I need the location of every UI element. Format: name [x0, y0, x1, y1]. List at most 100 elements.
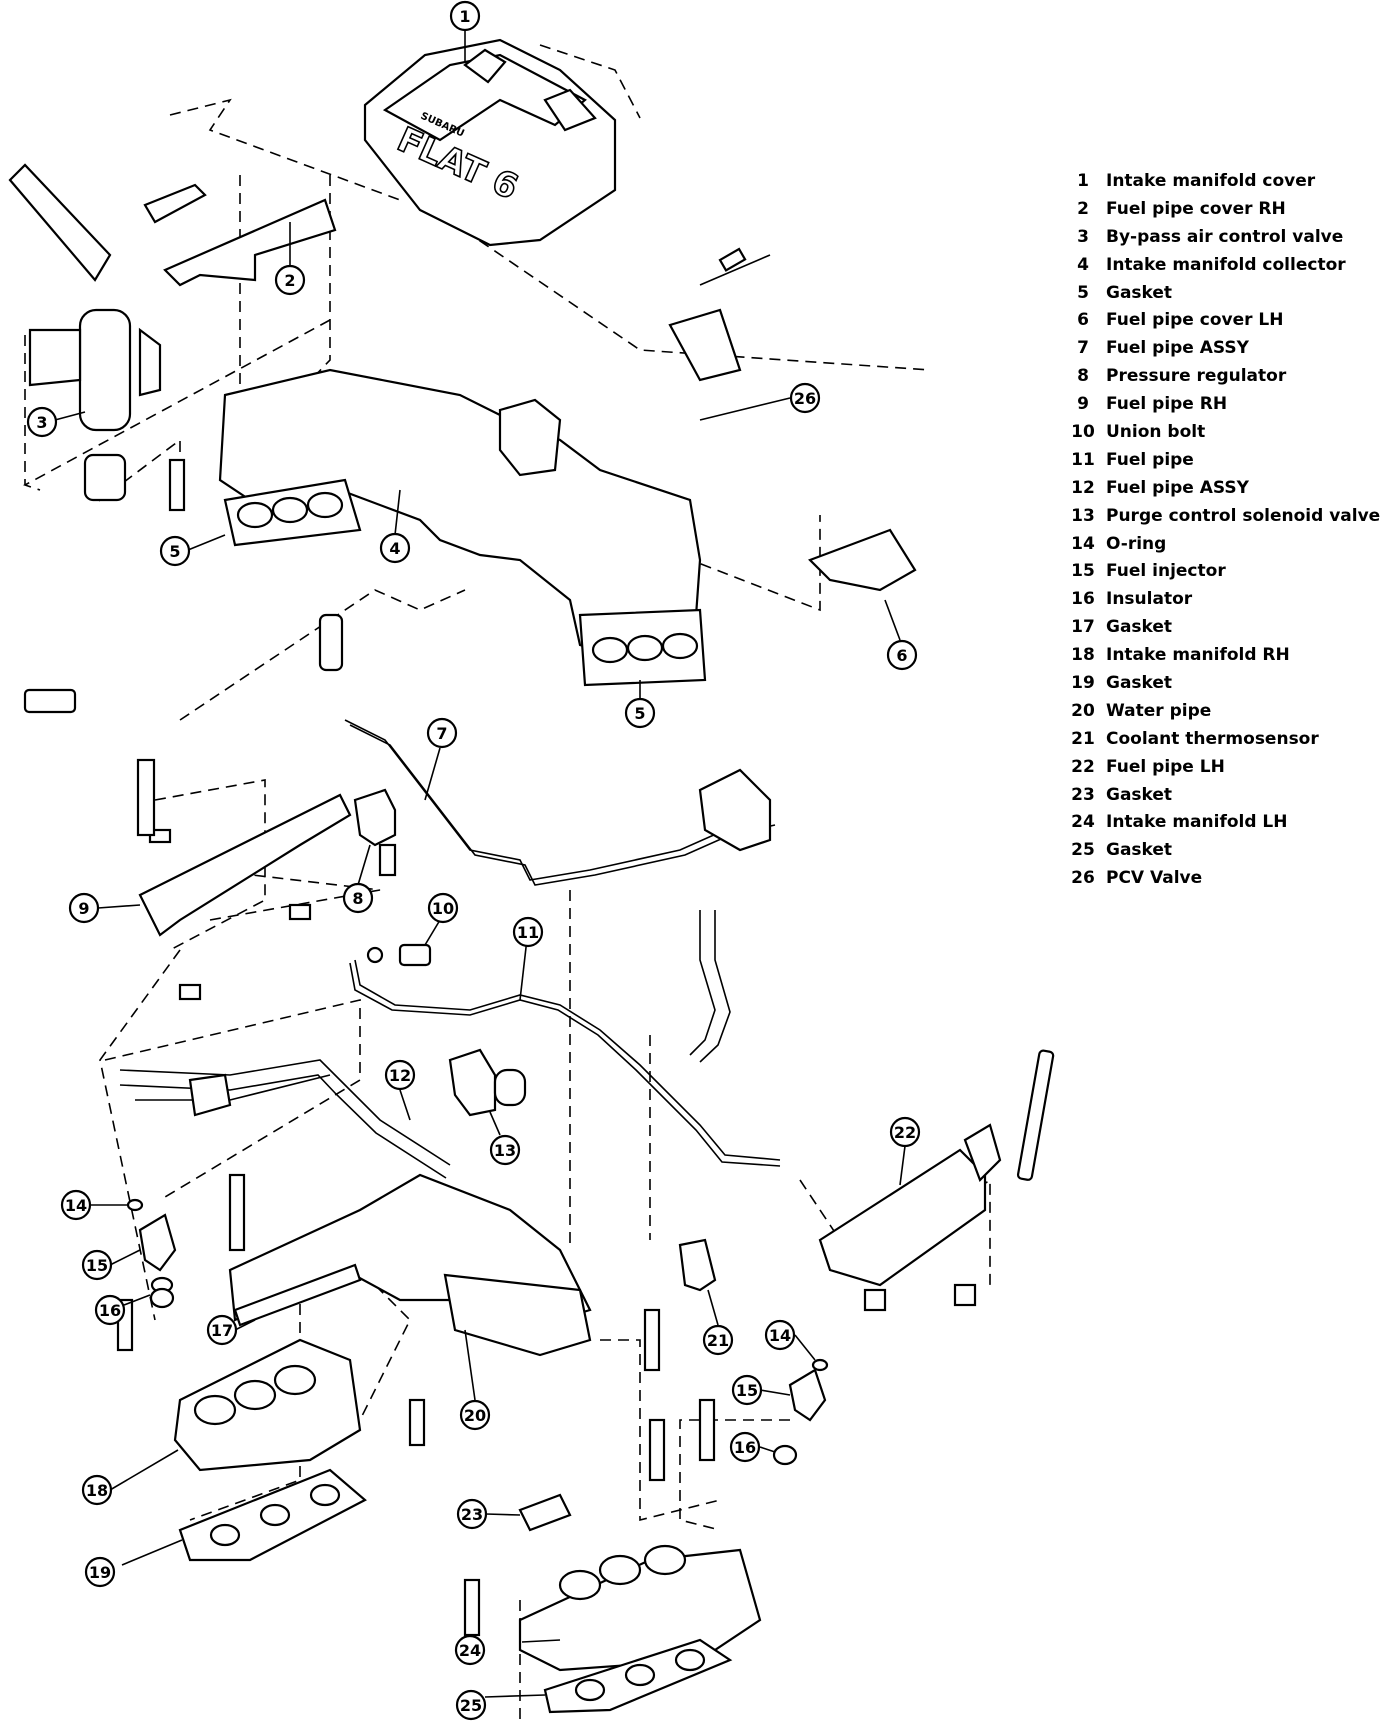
svg-text:17: 17: [211, 1321, 233, 1340]
legend-item: 7 Fuel pipe ASSY: [1060, 335, 1390, 363]
callout-2: 2: [274, 264, 306, 296]
svg-text:9: 9: [78, 899, 89, 918]
svg-text:26: 26: [794, 389, 816, 408]
legend-item: 16 Insulator: [1060, 586, 1390, 614]
fuel-pipe-lh: [818, 1123, 1002, 1312]
water-pipe: [228, 1173, 592, 1357]
svg-text:22: 22: [894, 1123, 916, 1142]
svg-text:11: 11: [517, 923, 539, 942]
svg-text:2: 2: [284, 271, 295, 290]
legend-label: O-ring: [1106, 533, 1167, 554]
callout-16a: 16: [94, 1294, 126, 1326]
svg-text:12: 12: [389, 1066, 411, 1085]
legend-label: Fuel pipe cover RH: [1106, 198, 1286, 219]
legend-label: Insulator: [1106, 589, 1193, 610]
coolant-thermosensor: [678, 1238, 717, 1292]
legend-number: 13: [1071, 505, 1095, 526]
legend-number: 16: [1071, 589, 1095, 610]
fuel-injector-rh: [138, 1213, 177, 1294]
svg-text:7: 7: [436, 724, 447, 743]
svg-text:24: 24: [459, 1641, 481, 1660]
svg-text:3: 3: [36, 413, 47, 432]
fuel-pipe-rh: [138, 793, 352, 1001]
svg-text:10: 10: [432, 899, 454, 918]
callout-19: 19: [84, 1556, 116, 1588]
legend-label: Fuel pipe: [1106, 449, 1194, 470]
callout-9: 9: [68, 892, 100, 924]
legend-label: PCV Valve: [1106, 868, 1203, 889]
legend-number: 1: [1077, 171, 1089, 191]
svg-text:25: 25: [460, 1696, 482, 1715]
callout-15a: 15: [81, 1249, 113, 1281]
intake-manifold-rh: [173, 1338, 362, 1472]
callout-11: 11: [512, 916, 544, 948]
callout-4: 4: [379, 532, 411, 564]
intake-manifold-collector: [218, 368, 707, 687]
legend-item: 20 Water pipe: [1060, 698, 1390, 726]
legend-number: 19: [1071, 673, 1095, 694]
legend-number: 17: [1071, 617, 1095, 638]
legend-number: 2: [1077, 198, 1089, 219]
legend-item: 2 Fuel pipe cover RH: [1060, 196, 1390, 224]
legend-label: Intake manifold cover: [1106, 171, 1316, 191]
svg-text:15: 15: [736, 1381, 758, 1400]
callout-25: 25: [455, 1689, 487, 1721]
legend-number: 23: [1071, 784, 1095, 805]
bolts: [23, 247, 1055, 1637]
svg-text:4: 4: [389, 539, 400, 558]
legend-number: 4: [1077, 254, 1089, 275]
callout-23: 23: [456, 1498, 488, 1530]
legend-number: 20: [1071, 700, 1095, 721]
fuel-pipe-assy-lower: [119, 1059, 451, 1179]
svg-text:6: 6: [896, 646, 907, 665]
legend-number: 14: [1071, 533, 1095, 554]
callout-7: 7: [426, 717, 458, 749]
svg-text:14: 14: [65, 1196, 87, 1215]
svg-text:14: 14: [769, 1326, 791, 1345]
callout-1: 1: [449, 0, 481, 32]
legend-number: 24: [1071, 812, 1095, 833]
pressure-regulator: [353, 788, 397, 877]
callout-5b: 5: [624, 697, 656, 729]
fuel-pipe: [349, 910, 781, 1167]
legend-label: Water pipe: [1106, 700, 1212, 721]
legend-number: 8: [1077, 366, 1089, 387]
leader-lines: [54, 30, 906, 1698]
callout-20: 20: [459, 1399, 491, 1431]
purge-control-solenoid-valve: [448, 1048, 527, 1117]
legend-item: 25 Gasket: [1060, 837, 1390, 865]
legend-number: 21: [1071, 728, 1095, 749]
fuel-pipe-cover-lh: [668, 308, 917, 592]
legend-number: 6: [1077, 310, 1089, 331]
legend-number: 7: [1077, 338, 1089, 359]
svg-text:18: 18: [86, 1481, 108, 1500]
legend-number: 25: [1071, 840, 1095, 861]
svg-text:5: 5: [634, 704, 645, 723]
legend-label: Fuel pipe LH: [1106, 756, 1225, 777]
legend-label: Fuel pipe ASSY: [1106, 338, 1249, 359]
insulator-rh: [149, 1287, 175, 1309]
legend-label: Fuel injector: [1106, 561, 1226, 582]
legend-label: Gasket: [1106, 840, 1173, 861]
legend-number: 3: [1077, 226, 1089, 247]
callout-16b: 16: [729, 1431, 761, 1463]
callout-12: 12: [384, 1059, 416, 1091]
intake-manifold-cover: SUBARU FLAT 6: [363, 38, 617, 247]
svg-text:8: 8: [352, 889, 363, 908]
legend-number: 9: [1077, 394, 1089, 415]
legend-number: 26: [1071, 868, 1095, 889]
svg-text:20: 20: [464, 1406, 486, 1425]
intake-manifold-lh: [518, 1544, 762, 1672]
fuel-pipe-assy-upper: [318, 613, 776, 886]
